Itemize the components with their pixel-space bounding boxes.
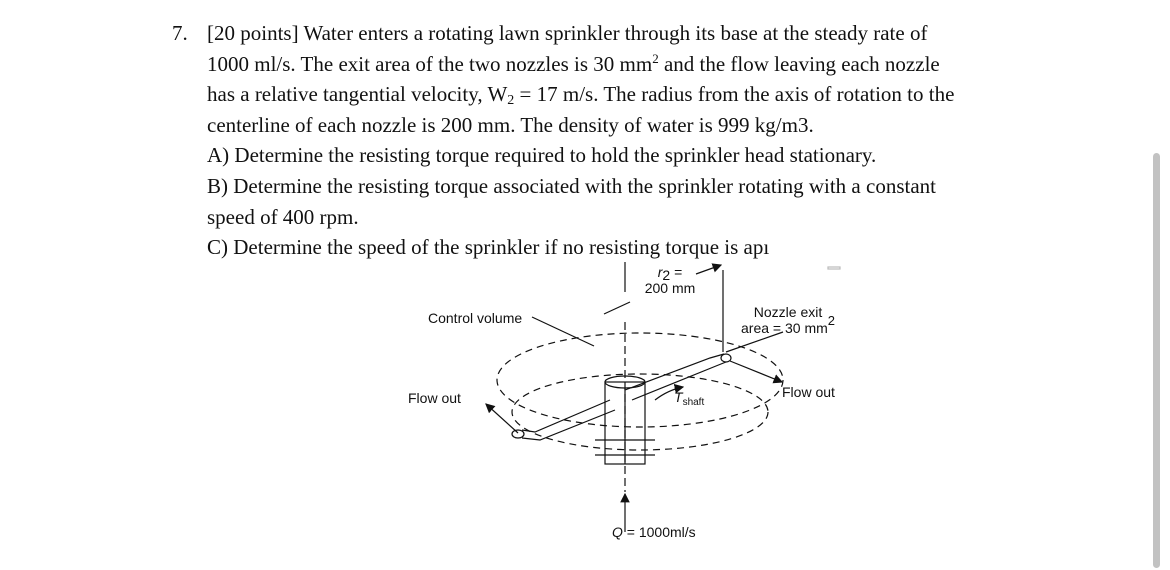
flow-out-right-label: Flow out [782,384,835,400]
problem-line-4: centerline of each nozzle is 200 mm. The… [207,112,814,137]
nozzle-exit-label: Nozzle exit area = 30 mm2 [741,304,835,336]
part-b-cont: speed of 400 rpm. [207,204,359,229]
part-b: B) Determine the resisting torque associ… [207,174,936,198]
part-c: C) Determine the speed of the sprinkler … [207,235,770,260]
problem-number: 7. [172,21,188,45]
problem-line-1: [20 points] Water enters a rotating lawn… [207,21,928,45]
sprinkler-drawing [485,262,841,532]
scrollbar[interactable] [1153,153,1160,568]
part-a: A) Determine the resisting torque requir… [207,143,877,168]
flow-rate-label: Q = 1000ml/s [612,524,696,540]
torque-label: Tshaft [674,389,705,408]
radius-label: r2 = 200 mm [644,264,696,296]
control-volume-label: Control volume [428,310,523,326]
flow-out-left-label: Flow out [408,390,461,406]
problem-line-2: 1000 ml/s. The exit area of the two nozz… [207,50,940,76]
sprinkler-diagram: r2 = 200 mm Control volume Nozzle exit a… [400,262,860,562]
problem-line-3: has a relative tangential velocity, W2 =… [207,82,955,109]
